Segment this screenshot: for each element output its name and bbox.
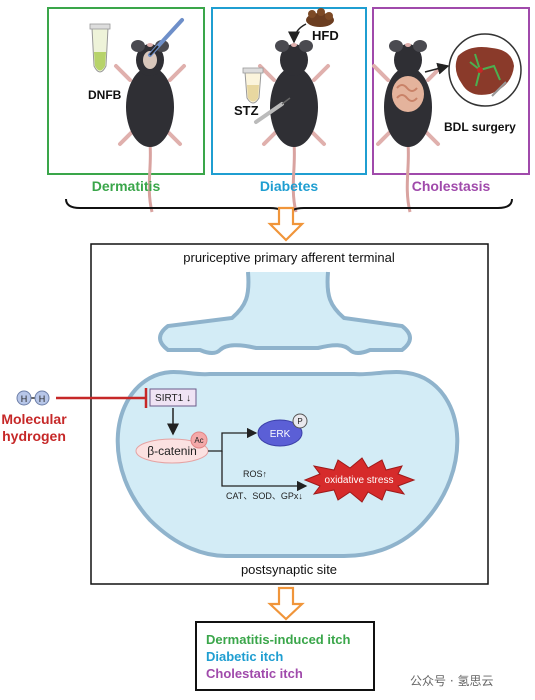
panel-title-diabetes: Diabetes bbox=[260, 178, 319, 194]
open-abdomen bbox=[392, 76, 424, 112]
erk-label: ERK bbox=[270, 429, 291, 440]
panel-title-dermatitis: Dermatitis bbox=[92, 178, 161, 194]
food-pile-icon bbox=[306, 8, 334, 27]
zoom-arrow bbox=[424, 62, 450, 75]
outcome-box: Dermatitis-induced itch Diabetic itch Ch… bbox=[195, 621, 375, 691]
oxidative-stress-burst bbox=[303, 457, 416, 503]
outcome-cholestatic: Cholestatic itch bbox=[206, 666, 303, 681]
panel-dermatitis: DNFB bbox=[47, 7, 205, 214]
liver-inset-icon bbox=[448, 33, 522, 107]
catenin-to-erk-arrow bbox=[208, 427, 258, 452]
agent-label-dnfb: DNFB bbox=[88, 88, 122, 102]
erk-node bbox=[257, 419, 303, 447]
oxidative-stress-label: oxidative stress bbox=[325, 475, 394, 486]
agent-label-bdl: BDL surgery bbox=[444, 120, 516, 134]
postsynaptic-label: postsynaptic site bbox=[241, 562, 337, 577]
presynaptic-label: pruriceptive primary afferent terminal bbox=[183, 250, 395, 265]
panel-title-cholestasis: Cholestasis bbox=[412, 178, 491, 194]
flow-arrow-down bbox=[267, 206, 305, 242]
watermark: 公众号 · 氢思云 bbox=[410, 674, 494, 688]
antioxidant-label: CAT、SOD、GPx↓ bbox=[226, 491, 303, 501]
acetyl-badge bbox=[190, 431, 208, 449]
catenin-to-stress-arrow bbox=[221, 451, 308, 492]
sirt1-box bbox=[149, 388, 197, 407]
outcome-diabetic: Diabetic itch bbox=[206, 649, 284, 664]
agent-label-stz: STZ bbox=[234, 103, 259, 118]
feeding-arrow bbox=[288, 23, 307, 44]
presynaptic-terminal bbox=[158, 271, 412, 355]
hydrogen-label-line1: Molecular bbox=[1, 411, 67, 427]
tube-icon bbox=[242, 67, 264, 104]
flow-arrow-down bbox=[267, 586, 305, 621]
shaved-patch bbox=[143, 51, 157, 69]
ros-label: ROS↑ bbox=[243, 469, 267, 479]
outcome-dermatitis: Dermatitis-induced itch bbox=[206, 632, 351, 647]
panel-cholestasis: BDL surgery bbox=[372, 7, 530, 214]
beta-catenin-label: β-catenin bbox=[147, 444, 197, 458]
panel-frame bbox=[211, 7, 367, 175]
tube-icon bbox=[89, 23, 111, 73]
dropper-icon bbox=[148, 18, 184, 57]
panel-frame bbox=[372, 7, 530, 175]
postsynaptic-site bbox=[115, 370, 460, 558]
panel-frame bbox=[47, 7, 205, 175]
hydrogen-atom-label: H bbox=[39, 394, 46, 404]
hydrogen-molecule-icon: H H bbox=[16, 390, 50, 406]
hydrogen-atom-label: H bbox=[21, 394, 28, 404]
hydrogen-label-line2: hydrogen bbox=[2, 428, 66, 444]
syringe-icon bbox=[254, 97, 291, 124]
phospho-label: P bbox=[297, 417, 302, 426]
acetyl-label: Ac bbox=[194, 436, 203, 445]
phospho-badge bbox=[292, 413, 308, 429]
panel-diabetes: HFD STZ bbox=[211, 7, 367, 214]
agent-label-hfd: HFD bbox=[312, 28, 339, 43]
sirt1-label: SIRT1 ↓ bbox=[155, 393, 191, 404]
